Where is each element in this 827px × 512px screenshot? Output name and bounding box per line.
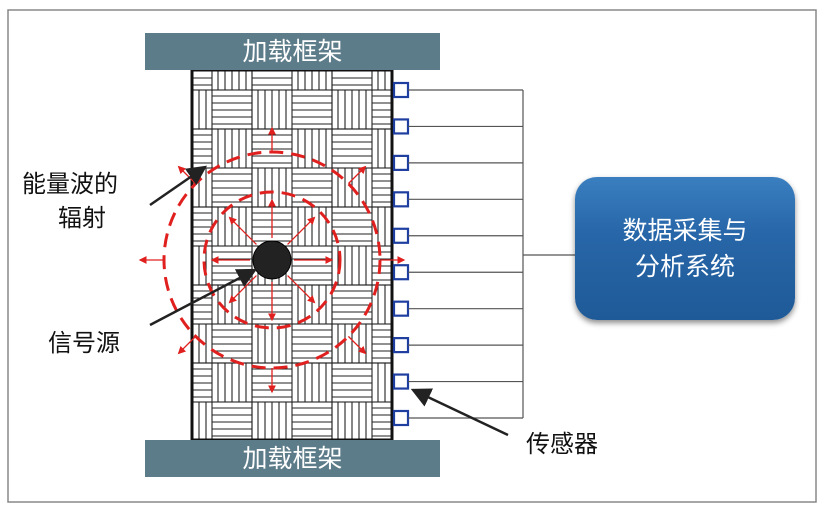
- system-label-line2: 分析系统: [634, 251, 735, 281]
- wave-label-line1: 能量波的: [22, 170, 118, 198]
- sensor: [392, 409, 410, 427]
- wave-label-line2: 辐射: [58, 204, 106, 232]
- data-acquisition-system-box: 数据采集与 分析系统: [575, 177, 795, 320]
- outer-ray-arrow: [347, 335, 367, 355]
- signal-source: [252, 240, 292, 280]
- radiation-arrows: [138, 126, 406, 394]
- sensor: [392, 154, 410, 171]
- loading-frame-top: [145, 33, 440, 70]
- loading-frame-top-label: 加载框架: [242, 37, 343, 66]
- source-pointer-arrow: [149, 268, 258, 327]
- sensor: [392, 227, 410, 244]
- loading-frame-bottom: [145, 440, 440, 477]
- sensor: [392, 118, 410, 135]
- sensor-label: 传感器: [526, 430, 598, 458]
- sensor: [392, 264, 410, 281]
- outer-border: [7, 9, 817, 503]
- wave-pointer-arrow: [149, 165, 208, 207]
- sensor: [392, 81, 410, 99]
- system-label-line1: 数据采集与: [622, 215, 748, 245]
- outer-ray-arrow: [347, 165, 367, 185]
- source-label: 信号源: [48, 329, 120, 357]
- sensor: [392, 337, 410, 354]
- inner-ray-arrow: [287, 216, 316, 245]
- sensor-array: [392, 81, 523, 427]
- sensor: [392, 300, 410, 317]
- outer-ray-arrow: [177, 335, 197, 355]
- masonry-wall: [190, 68, 394, 442]
- inner-wave-circle: [202, 190, 342, 330]
- loading-frame-bottom-label: 加载框架: [242, 444, 343, 473]
- sensor: [392, 191, 410, 208]
- sensor: [392, 373, 410, 390]
- inner-ray-arrow: [228, 216, 257, 245]
- inner-ray-arrow: [287, 275, 316, 304]
- sensor-pointer-arrow: [410, 388, 509, 437]
